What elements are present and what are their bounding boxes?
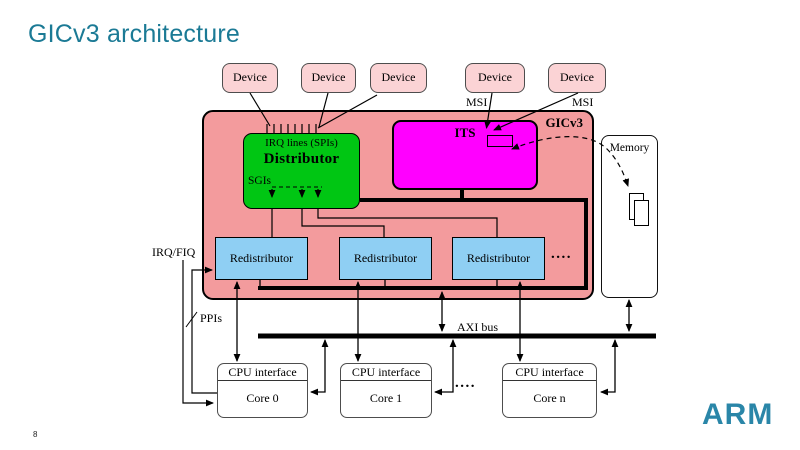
device-box-3: Device xyxy=(370,63,427,93)
core-label-1: Core 1 xyxy=(369,391,403,405)
redistributor-box-3: Redistributor xyxy=(452,237,545,280)
its-table-rect xyxy=(487,135,513,147)
its-box: ITS xyxy=(392,120,538,190)
cpu-interface-label-2: CPU interface xyxy=(341,364,431,381)
msi-label-2: MSI xyxy=(572,95,594,109)
cpu-box-1: CPU interface Core 0 xyxy=(217,363,308,418)
memory-table-rect-front xyxy=(634,200,649,226)
device-box-2: Device xyxy=(301,63,356,93)
cpu-box-2: CPU interface Core 1 xyxy=(340,363,432,418)
gic-label: GICv3 xyxy=(545,115,583,130)
redistributor-box-2: Redistributor xyxy=(339,237,432,280)
ppis-label: PPIs xyxy=(200,311,223,325)
core-label-n: Core n xyxy=(533,391,566,405)
device-box-4: Device xyxy=(465,63,525,93)
axi-bus-label: AXI bus xyxy=(457,320,498,334)
page-number: 8 xyxy=(33,430,38,439)
arm-logo: ARM xyxy=(702,398,774,431)
distributor-box: IRQ lines (SPIs) Distributor SGIs xyxy=(243,133,360,209)
core-label-0: Core 0 xyxy=(246,391,279,405)
msi-label-1: MSI xyxy=(466,95,488,109)
distributor-title: Distributor xyxy=(263,151,340,167)
device-box-1: Device xyxy=(222,63,278,93)
cpu-interface-label-1: CPU interface xyxy=(218,364,307,381)
its-label: ITS xyxy=(454,125,476,140)
cpu-ellipsis: .... xyxy=(455,375,476,391)
sgis-label: SGIs xyxy=(248,175,272,187)
memory-label: Memory xyxy=(609,142,650,154)
device-box-5: Device xyxy=(548,63,606,93)
cpu-box-3: CPU interface Core n xyxy=(502,363,597,418)
redistributor-box-1: Redistributor xyxy=(215,237,308,280)
irq-lines-label: IRQ lines (SPIs) xyxy=(265,137,338,149)
slide-title: GICv3 architecture xyxy=(28,20,241,48)
cpu-interface-label-3: CPU interface xyxy=(503,364,596,381)
irq-fiq-label: IRQ/FIQ xyxy=(152,245,196,259)
redistributor-ellipsis: .... xyxy=(551,246,572,262)
